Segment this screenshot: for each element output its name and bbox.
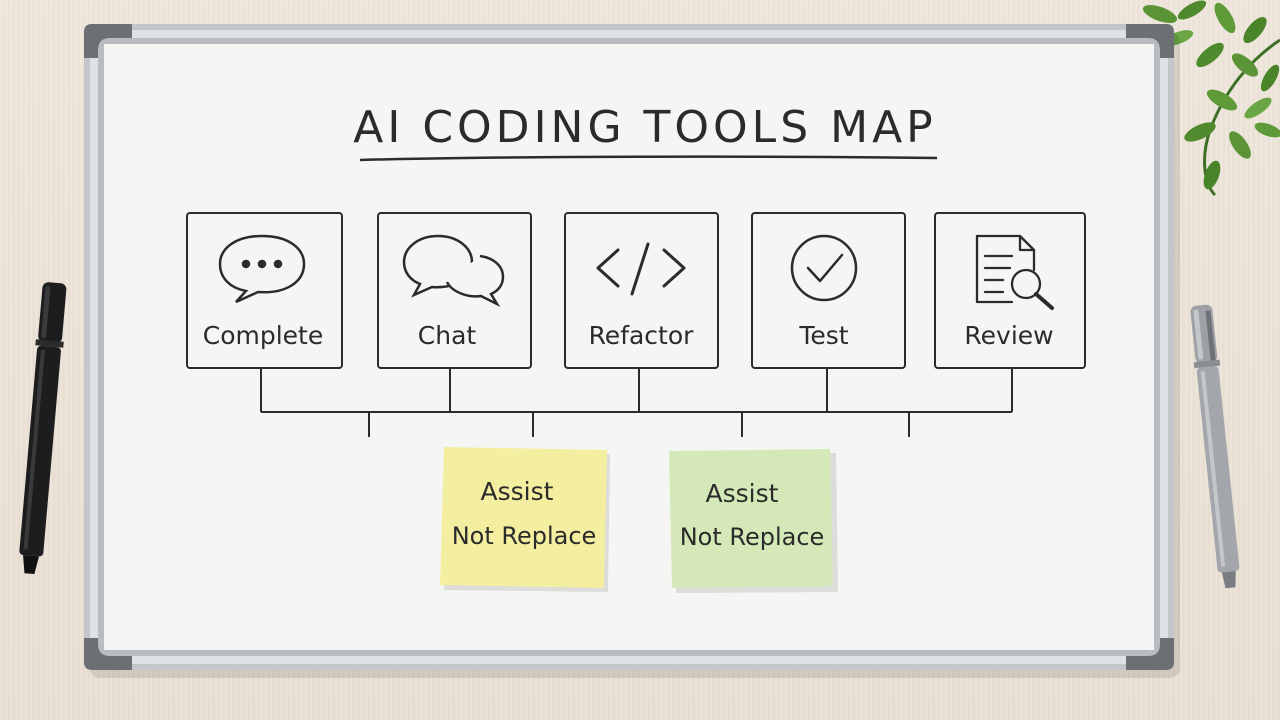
tool-label-chat: Chat <box>418 321 477 350</box>
sticky-note-yellow-paper <box>440 447 607 588</box>
tool-box-refactor <box>564 212 719 369</box>
tool-label-review: Review <box>964 321 1053 350</box>
board-title: AI CODING TOOLS MAP <box>353 102 936 153</box>
sticky-note-green: Assist Not Replace <box>669 449 838 593</box>
sticky-note-green-line2: Not Replace <box>680 523 825 551</box>
frame-corner-bottom-left <box>84 638 132 670</box>
plant-leaves <box>1142 0 1280 197</box>
title-underline <box>359 155 938 162</box>
grey-marker <box>1190 304 1240 589</box>
sticky-note-green-line1: Assist <box>706 479 779 508</box>
sticky-note-green-paper <box>669 449 833 588</box>
tool-box-complete <box>186 212 343 369</box>
code-brackets-icon <box>596 242 686 296</box>
board-surface <box>104 44 1154 650</box>
frame-corner-top-right <box>1126 24 1174 58</box>
sticky-note-yellow-line2: Not Replace <box>452 522 597 550</box>
sticky-note-yellow: Assist Not Replace <box>440 447 610 592</box>
speech-bubble-dots-icon <box>218 234 306 304</box>
black-marker <box>19 282 67 575</box>
tool-box-review <box>934 212 1086 369</box>
check-circle-icon <box>790 234 858 302</box>
frame-corner-top-left <box>84 24 132 58</box>
tool-label-complete: Complete <box>203 321 323 350</box>
two-speech-bubbles-icon <box>402 234 505 308</box>
tool-label-test: Test <box>798 321 848 350</box>
tool-box-chat <box>377 212 532 369</box>
tool-label-refactor: Refactor <box>589 321 695 350</box>
tool-box-test <box>751 212 906 369</box>
sticky-note-yellow-line1: Assist <box>481 477 554 506</box>
frame-corner-bottom-right <box>1126 638 1174 670</box>
whiteboard <box>84 24 1174 670</box>
document-magnifier-icon <box>975 234 1054 310</box>
connector-lines <box>260 368 1013 437</box>
